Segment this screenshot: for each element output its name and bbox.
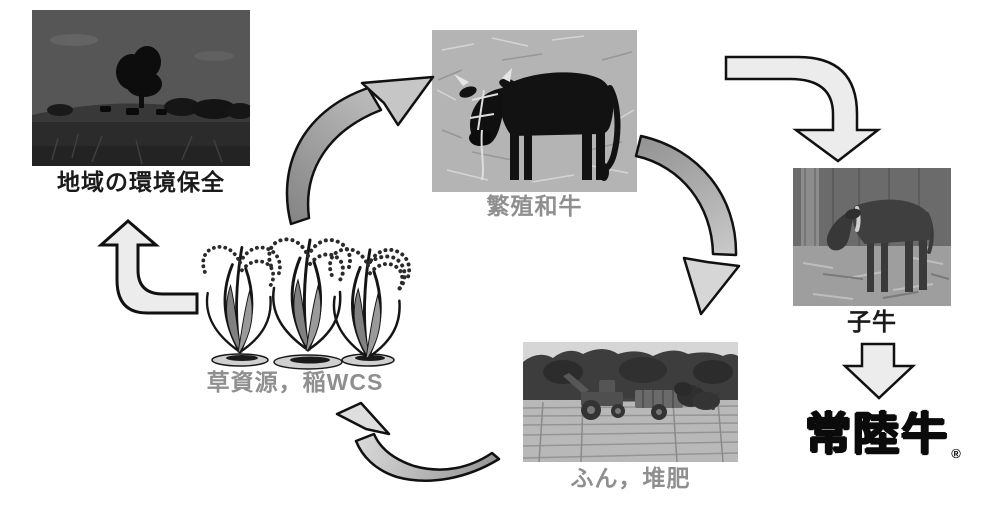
hitachi-gyu-logo-text: 常陸牛 xyxy=(805,408,950,459)
arrow-cow-to-calf xyxy=(724,55,882,163)
calf-photo xyxy=(793,168,951,306)
environment-photo xyxy=(32,10,250,166)
registered-trademark-symbol: ® xyxy=(951,446,961,461)
label-breeding-wagyu: 繁殖和牛 xyxy=(486,193,583,219)
arrow-calf-to-brand xyxy=(841,342,917,400)
label-calf: 子牛 xyxy=(847,309,897,336)
rice-plants-illustration xyxy=(201,237,412,370)
hitachi-gyu-logo: 常陸牛® xyxy=(790,398,974,464)
breeding-wagyu-photo xyxy=(432,30,637,192)
label-grass-resource: 草資源，稲WCS xyxy=(206,369,384,395)
arrow-manure-to-rice xyxy=(335,401,501,482)
label-environment: 地域の環境保全 xyxy=(57,169,225,195)
manure-spreading-photo xyxy=(523,342,738,462)
label-manure-compost: ふん，堆肥 xyxy=(570,465,691,491)
arrow-rice-to-cow xyxy=(285,75,435,226)
arrow-cow-to-manure xyxy=(634,134,741,316)
arrow-rice-to-environment xyxy=(97,219,199,315)
